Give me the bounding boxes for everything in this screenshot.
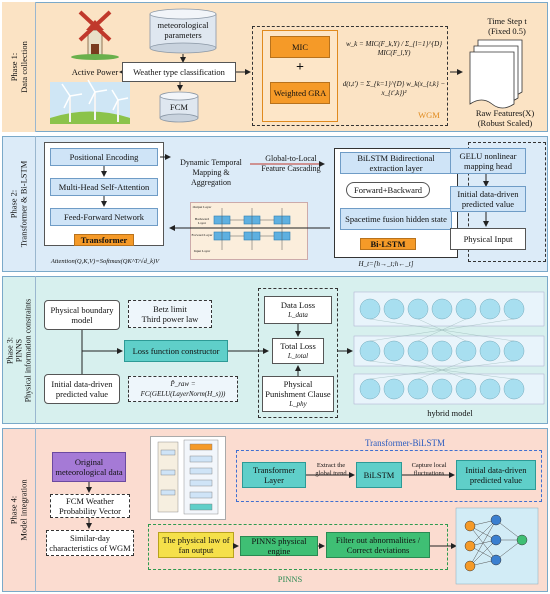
multi-head-box: Multi-Head Self-Attention — [50, 178, 158, 196]
dynamic-temporal-label: Dynamic Temporal Mapping & Aggregation — [180, 158, 242, 187]
mic-box: MIC — [270, 36, 330, 58]
weather-classification-box: Weather type classification — [122, 62, 236, 82]
data-loss-box: Data Loss L_data — [264, 296, 332, 324]
lstm-diagram — [190, 202, 308, 260]
time-step-label: Time Step t (Fixed 0.5) — [487, 16, 527, 36]
betz-box: Betz limit Third power law — [128, 300, 212, 328]
weighted-gra-box: Weighted GRA — [270, 82, 330, 104]
total-loss-box: Total Loss L_total — [272, 338, 324, 364]
flowchart-thumbnail — [150, 436, 226, 520]
phase3-label: Phase 3: PINNS Physical information cons… — [5, 298, 33, 402]
phase2-label: Phase 2: Transformer & Bi-LSTM — [8, 160, 29, 248]
data-loss-label: Data Loss — [280, 300, 316, 310]
plus-sign: + — [296, 60, 304, 75]
pinns-label: PINNS — [277, 574, 303, 584]
wgm-frame — [252, 26, 448, 126]
filter-out-box: Filter out abnormalities / Correct devia… — [326, 532, 430, 558]
phys-punish-label: Physical Punishment Clause — [265, 379, 331, 399]
initial-pred-box-p4: Initial data-driven predicted value — [456, 460, 536, 490]
global-to-local-label: Global-to-Local Feature Cascading — [261, 154, 321, 173]
data-loss-symbol: L_data — [288, 311, 308, 319]
similar-day-box: Similar-day characteristics of WGM — [46, 530, 134, 556]
pred-formula-box: P̂_raw = FC(GELU(LayerNorm(H_s))) — [128, 376, 238, 402]
phase1-label: Phase 1: Data collection — [8, 41, 29, 93]
meteorological-label: meteorological parameters — [157, 20, 209, 40]
lstm-backward-layer-label: Backward Layer — [194, 217, 210, 225]
fcm-vector-box: FCM Weather Probability Vector — [50, 494, 130, 518]
h-formula: H_t=[h→_t;h←_t] — [358, 260, 414, 268]
lstm-input-layer-label: Input Layer — [193, 249, 211, 253]
capture-local-label: Capture local fluctuations — [411, 462, 447, 477]
loss-frame — [258, 288, 338, 418]
original-met-box: Original meteorological data — [52, 452, 126, 482]
physical-input-box: Physical Input — [450, 228, 526, 250]
extract-trend-label: Extract the global trend — [315, 462, 347, 477]
active-power-label: Active Power — [71, 67, 119, 77]
spacetime-box: Spacetime fusion hidden state — [340, 208, 452, 230]
gelu-head-box: GELU nonlinear mapping head — [450, 148, 526, 174]
lstm-output-layer-label: Output Layer — [192, 205, 212, 209]
loss-constructor-box: Loss function constructor — [124, 340, 228, 362]
phase4-label: Phase 4: Model integration — [8, 479, 29, 541]
positional-encoding-box: Positional Encoding — [50, 148, 158, 166]
feed-forward-box: Feed-Forward Network — [50, 208, 158, 226]
formula-w: w_k = MIC(F_k,Y) / Σ_{l=1}^{D} MIC(F_l,Y… — [346, 40, 442, 57]
bilstm-box-p4: BiLSTM — [356, 462, 402, 488]
pinns-frame — [148, 524, 448, 570]
phase3-label-bar: Phase 3: PINNS Physical information cons… — [2, 276, 36, 424]
phase4-label-bar: Phase 4: Model integration — [2, 428, 36, 592]
physical-law-box: The physical law of fan output — [158, 532, 234, 558]
initial-pred-box-p2: Initial data-driven predicted value — [450, 186, 526, 212]
forward-backward-box: Forward+Backward — [346, 182, 430, 198]
phys-punish-symbol: L_phy — [289, 400, 307, 408]
total-loss-symbol: L_total — [287, 352, 309, 360]
total-loss-label: Total Loss — [280, 341, 316, 351]
wgm-label: WGM — [418, 110, 440, 120]
hybrid-model-label: hybrid model — [427, 408, 473, 418]
transformer-tag: Transformer — [74, 234, 134, 246]
phys-punish-box: Physical Punishment Clause L_phy — [262, 376, 334, 412]
phase2-label-bar: Phase 2: Transformer & Bi-LSTM — [2, 136, 36, 272]
transformer-bilstm-frame — [236, 450, 542, 502]
phase1-label-bar: Phase 1: Data collection — [2, 2, 36, 132]
raw-features-label: Raw Features(X) (Robust Scaled) — [475, 108, 535, 128]
transformer-layer-box: Transformer Layer — [242, 462, 306, 488]
fcm-label: FCM — [170, 102, 188, 112]
attention-formula: Attention(Q,K,V)=Softmax(QK^T/√d_k)V — [50, 258, 160, 265]
formula-d: d(t,t') = Σ_{k=1}^{D} w_k(x_{t,k} − x_{t… — [342, 80, 446, 97]
pinns-engine-box: PINNS physical engine — [240, 536, 318, 556]
bilstm-extraction-box: BiLSTM Bidirectional extraction layer — [340, 152, 452, 174]
physical-boundary-box: Physical boundary model — [44, 300, 120, 330]
initial-pred-box-p3: Initial data-driven predicted value — [44, 374, 120, 404]
lstm-forward-layer-label: Forward Layer — [191, 233, 213, 237]
bilstm-tag: Bi-LSTM — [360, 238, 416, 250]
transformer-bilstm-label: Transformer-BiLSTM — [365, 438, 445, 448]
